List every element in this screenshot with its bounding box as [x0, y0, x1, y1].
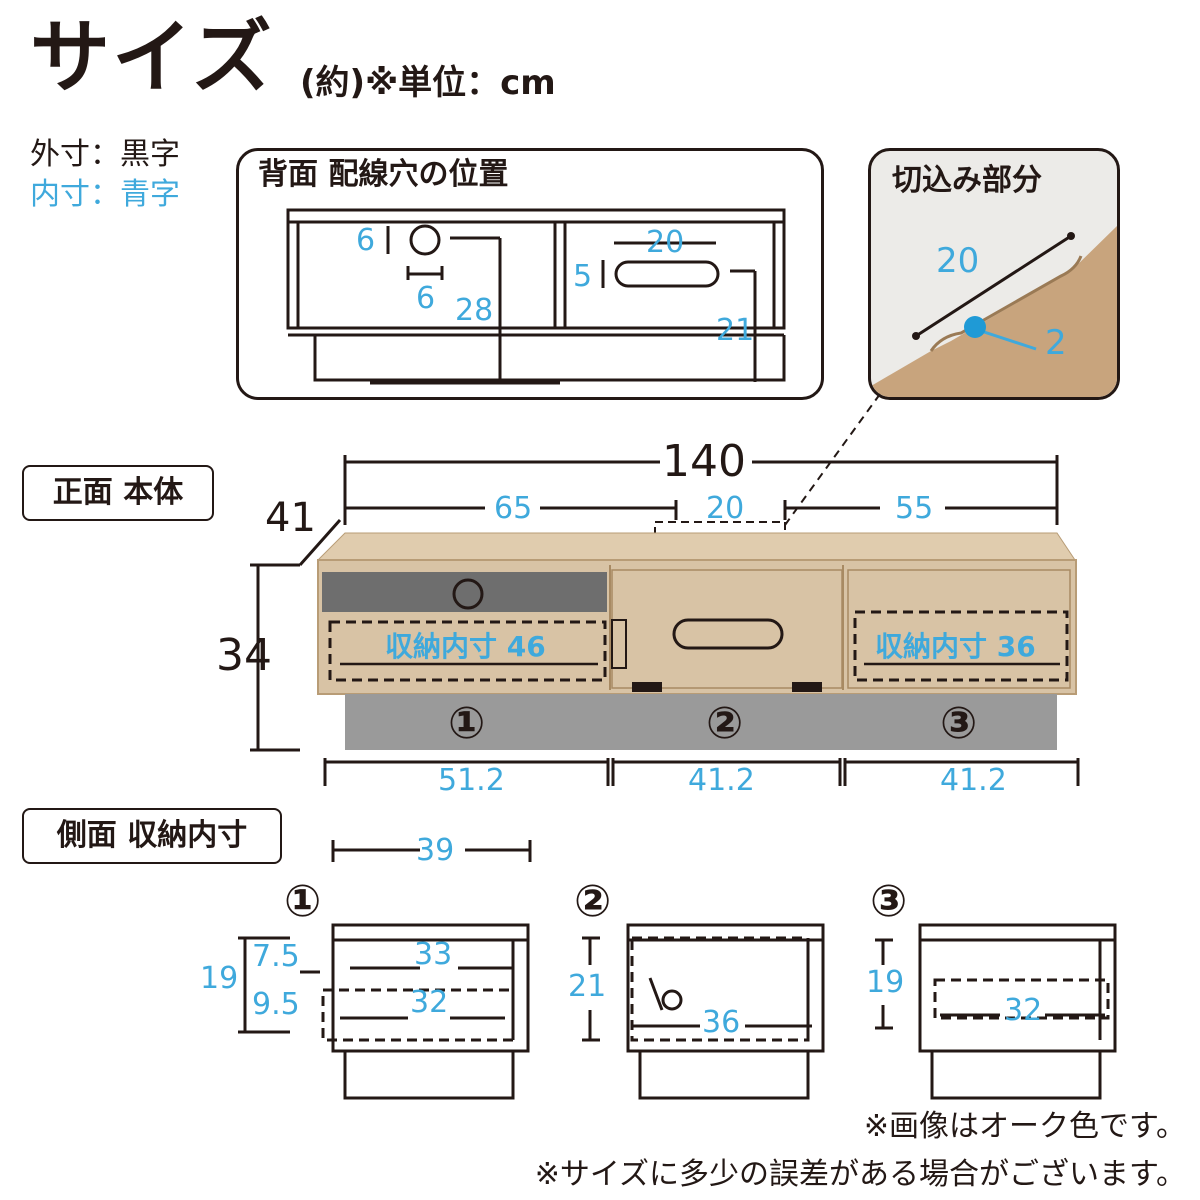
back-hole-offset: 28	[455, 293, 494, 328]
total-width: 140	[662, 436, 746, 487]
storage-inner-3: 収納内寸 36	[875, 630, 1036, 663]
compartment-2: ②	[706, 698, 744, 749]
height: 34	[216, 630, 272, 681]
compartment-1: ①	[448, 698, 486, 749]
note-color: ※画像はオーク色です。	[863, 1109, 1186, 1144]
back-view-panel	[236, 148, 824, 400]
side-compartment-3: ③	[870, 876, 908, 927]
side-view-label: 側面 収納内寸	[22, 808, 282, 864]
page-title: サイズ	[30, 11, 274, 104]
back-slot-height: 5	[573, 259, 593, 294]
seg-55: 55	[895, 491, 934, 526]
back-slot-offset: 21	[716, 313, 755, 348]
side1-33: 33	[414, 937, 453, 972]
legend-inner: 内寸：青字	[30, 177, 180, 212]
side-compartment-1: ①	[284, 876, 322, 927]
cutout-illustration	[871, 226, 1117, 397]
back-hole-width: 6	[416, 281, 436, 316]
cutout-length: 20	[936, 241, 980, 281]
seg-20: 20	[706, 491, 745, 526]
side-depth-39: 39	[416, 833, 455, 868]
front-view-label: 正面 本体	[22, 465, 214, 521]
side-compartment-2: ②	[574, 876, 612, 927]
side3-height-19: 19	[866, 965, 905, 1000]
depth: 41	[265, 495, 316, 541]
legend-outer: 外寸：黒字	[30, 137, 180, 172]
unit-note: (約)※単位：cm	[300, 63, 556, 103]
cutout-gap: 2	[1045, 323, 1067, 363]
storage-inner-1: 収納内寸 46	[385, 630, 546, 663]
side3-depth-32: 32	[1004, 993, 1043, 1028]
width-1: 51.2	[438, 763, 505, 798]
back-hole-height: 6	[356, 223, 376, 258]
side1-height-19: 19	[200, 961, 239, 996]
cutout-title: 切込み部分	[892, 163, 1042, 198]
width-2: 41.2	[688, 763, 755, 798]
back-view-title: 背面 配線穴の位置	[258, 157, 509, 192]
cutout-panel	[868, 148, 1120, 400]
compartment-3: ③	[940, 698, 978, 749]
side2-depth-36: 36	[702, 1005, 741, 1040]
width-3: 41.2	[940, 763, 1007, 798]
note-tolerance: ※サイズに多少の誤差がある場合がございます。	[534, 1157, 1186, 1192]
side1-32: 32	[410, 985, 449, 1020]
back-slot-width: 20	[646, 225, 685, 260]
side1-7-5: 7.5	[252, 939, 300, 974]
side2-height-21: 21	[568, 969, 607, 1004]
seg-65: 65	[494, 491, 533, 526]
side1-9-5: 9.5	[252, 987, 300, 1022]
